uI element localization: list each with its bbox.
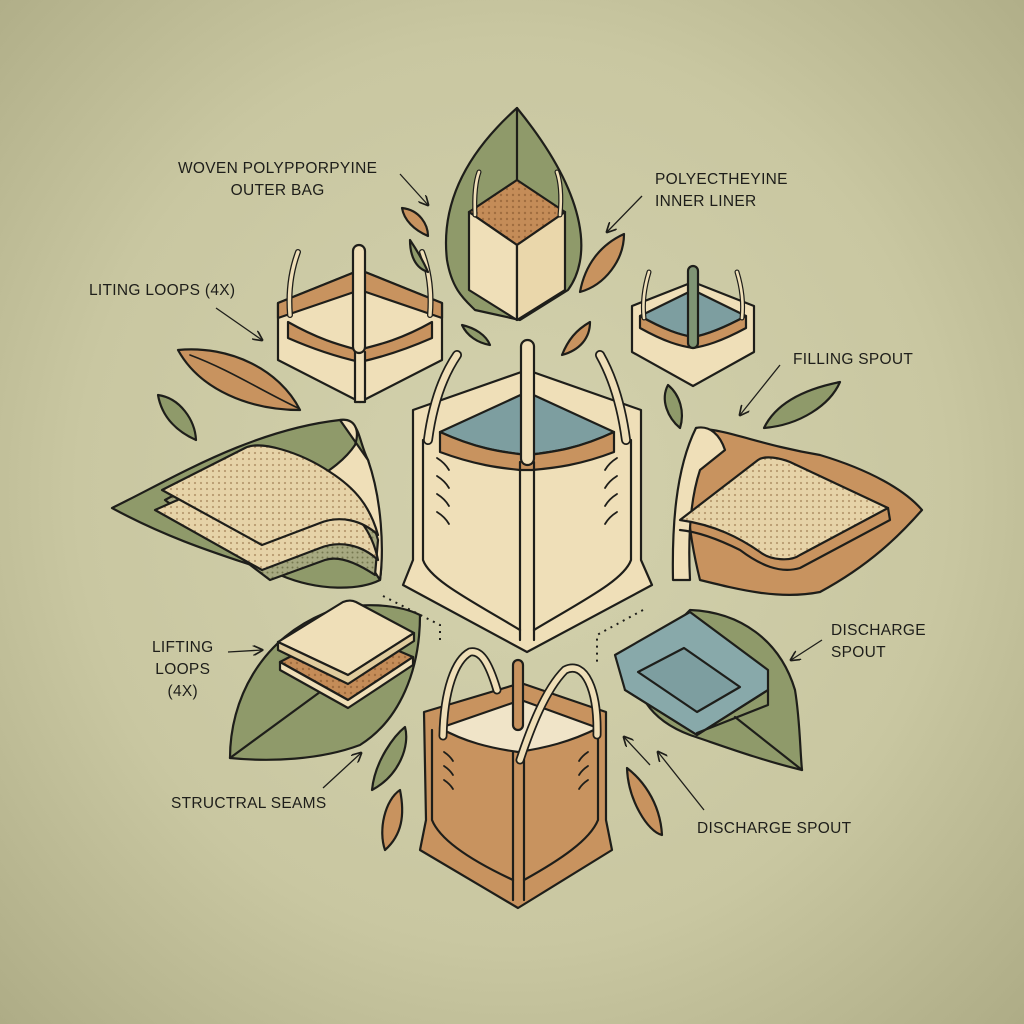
label-lifting-loops-line1: LIFTING bbox=[152, 639, 214, 656]
label-lifting-loops-line2: LOOPS bbox=[155, 661, 211, 678]
label-discharge-spout-bottom: DISCHARGE SPOUT bbox=[697, 818, 851, 840]
left-layer-panels bbox=[228, 599, 422, 761]
top-bag-in-leaf bbox=[444, 106, 583, 322]
label-lifting-loops-line3: (4x) bbox=[167, 683, 198, 700]
leader-arrows bbox=[215, 173, 823, 811]
label-inner-liner: POLYECTHEYINE INNER LINER bbox=[655, 169, 788, 213]
label-outer-bag-line2: OUTER BAG bbox=[230, 182, 325, 199]
label-structural-seams-line1: STRUCTRAL SEAMS bbox=[171, 795, 327, 812]
label-outer-bag-line1: WOVEN POLYPPORPYINE bbox=[178, 160, 378, 177]
upper-left-open-bag bbox=[276, 243, 444, 404]
label-filling-spout-line1: FILLING SPOUT bbox=[793, 351, 914, 368]
label-inner-liner-line2: INNER LINER bbox=[655, 193, 757, 210]
label-liting-loops-line1: LITING LOOPS (4x) bbox=[89, 282, 236, 299]
right-folded-fabric bbox=[671, 426, 924, 597]
label-lifting-loops: LIFTING LOOPS (4x) bbox=[152, 637, 214, 703]
left-folded-fabric bbox=[110, 418, 383, 589]
central-bag bbox=[401, 338, 654, 654]
label-discharge-spout-bottom-line1: DISCHARGE SPOUT bbox=[697, 820, 852, 837]
upper-right-liner-bag bbox=[630, 264, 756, 388]
label-outer-bag: WOVEN POLYPPORPYINE OUTER BAG bbox=[178, 158, 377, 202]
label-filling-spout: FILLING SPOUT bbox=[793, 349, 913, 371]
right-blue-tray bbox=[613, 608, 804, 772]
label-discharge-spout-right-line2: SPOUT bbox=[831, 644, 886, 661]
label-structural-seams: STRUCTRAL SEAMS bbox=[171, 793, 327, 815]
dotted-connectors bbox=[382, 595, 644, 665]
decorative-leaves bbox=[156, 206, 842, 852]
label-discharge-spout-right-line1: DISCHARGE bbox=[831, 622, 926, 639]
label-discharge-spout-right: DISCHARGE SPOUT bbox=[831, 620, 926, 664]
label-liting-loops: LITING LOOPS (4x) bbox=[89, 280, 235, 302]
label-inner-liner-line1: POLYECTHEYINE bbox=[655, 171, 788, 188]
bottom-tan-bag bbox=[418, 647, 614, 910]
